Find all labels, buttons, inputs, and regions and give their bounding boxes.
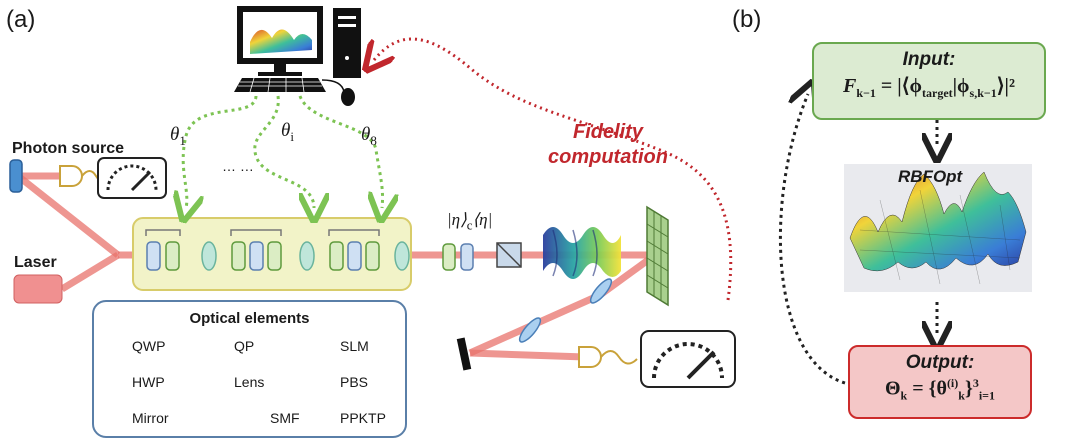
lens-icon [589,278,613,304]
panel-label-b: (b) [732,6,762,33]
output-box: Output: Θk = {θ(i)k}3i=1 [848,345,1032,419]
legend-smf: SMF [270,410,300,426]
photon-source-label: Photon source [12,140,125,157]
theta-8-label: θ8 [361,124,377,148]
power-meter-icon [97,157,167,199]
legend-qp: QP [234,338,255,354]
panel-label-a: (a) [6,6,36,33]
legend-pbs: PBS [340,374,369,390]
waveplate-group-1 [145,229,181,271]
smf-coupler-icon [59,165,83,187]
input-box: Input: Fk−1 = |⟨ϕtarget|ϕs,k−1⟩|² [812,42,1046,120]
hwp-projector-icon [460,243,474,271]
legend-qwp: QWP [132,338,166,354]
rbfopt-surface-icon [844,164,1032,292]
input-title: Input: [902,49,956,70]
power-meter-icon [640,330,736,388]
qwp-projector-icon [442,243,456,271]
qp-icon [394,241,410,271]
qp-icon [201,241,217,271]
mirror-icon [456,337,472,371]
output-formula: Θk = {θ(i)k}3i=1 [884,376,996,403]
projector-label: |η⟩c⟨η| [447,210,493,233]
legend-mirror: Mirror [132,410,169,426]
qp-icon [299,241,315,271]
laser-label: Laser [14,254,57,271]
output-title: Output: [905,352,975,373]
waveplate-group-3 [328,229,380,271]
rbfopt-label: RBFOpt [898,167,963,186]
computer-icon [234,6,361,106]
legend-ppktp: PPKTP [340,410,386,426]
legend-slm: SLM [340,338,369,354]
slm-icon [646,205,669,307]
oam-spiral-icon [543,227,621,279]
theta-1-label: θ1 [170,124,186,148]
pbs-icon [496,242,522,268]
laser-icon [13,274,63,304]
optimization-loop-arrows [778,94,937,385]
smf-coupler-icon [578,346,602,368]
optical-elements-legend: Optical elements QWP QP SLM HWP Lens PBS… [92,300,407,438]
legend-hwp: HWP [132,374,165,390]
control-arrows [183,95,382,208]
waveplate-group-2 [230,229,282,271]
ppktp-crystal-icon [9,159,23,193]
input-formula: Fk−1 = |⟨ϕtarget|ϕs,k−1⟩|² [843,75,1015,100]
ellipsis-label: … … [222,158,254,174]
fidelity-computation-label: Fidelity computation [548,121,668,168]
legend-lens: Lens [234,374,265,390]
legend-title: Optical elements [189,310,310,327]
theta-i-label: θi [281,120,294,144]
lens-icon [518,317,542,343]
